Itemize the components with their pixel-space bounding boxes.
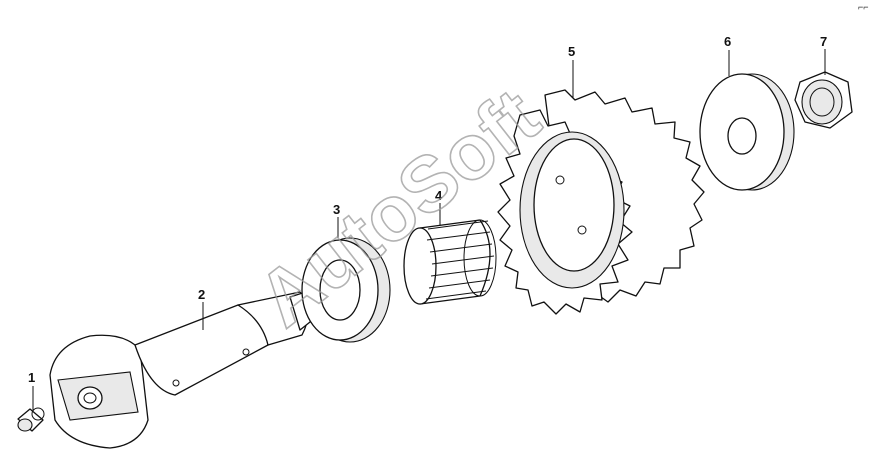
part-washer <box>699 73 795 191</box>
part-thrust-washer <box>301 237 391 343</box>
part-gear <box>497 89 705 315</box>
part-shaft <box>49 289 317 449</box>
callout-5: 5 <box>568 44 575 59</box>
callout-7: 7 <box>820 34 827 49</box>
part-pin <box>17 407 45 432</box>
callout-1: 1 <box>28 370 35 385</box>
callout-2: 2 <box>198 287 205 302</box>
callout-4: 4 <box>435 188 443 203</box>
corner-mark: ⌐⌐ <box>858 2 869 12</box>
part-nut <box>794 71 853 129</box>
callout-3: 3 <box>333 202 340 217</box>
callout-6: 6 <box>724 34 731 49</box>
part-needle-bearing <box>403 219 497 305</box>
